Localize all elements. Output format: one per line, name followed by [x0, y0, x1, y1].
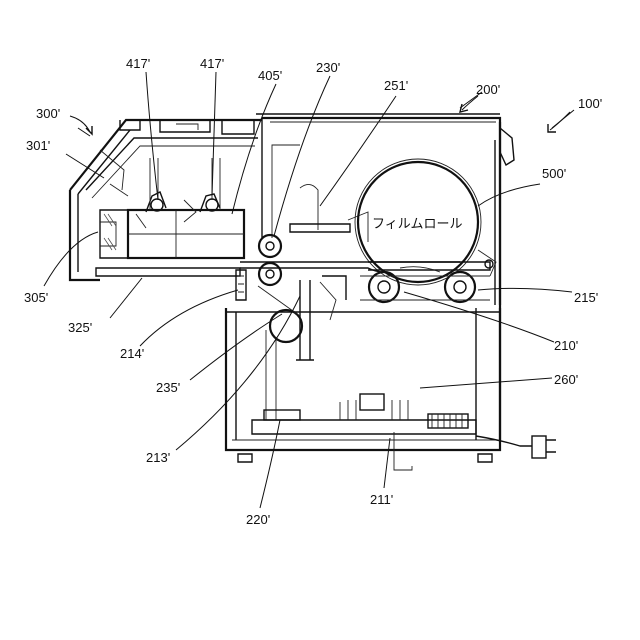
label-305: 305' [24, 290, 48, 305]
film-roll-label: フィルムロール [372, 217, 462, 232]
label-417a: 417' [126, 56, 150, 71]
circuit-board [252, 394, 476, 470]
label-213: 213' [146, 450, 170, 465]
label-215: 215' [574, 290, 598, 305]
label-100: 100' [578, 96, 602, 111]
cutter-mechanism [258, 276, 346, 420]
roller-pair [360, 272, 490, 302]
label-301: 301' [26, 138, 50, 153]
label-417b: 417' [200, 56, 224, 71]
arrows [70, 96, 570, 134]
heater-block [100, 158, 244, 258]
reference-labels: 417' 417' 405' 230' 251' 200' 100' 300' … [24, 56, 602, 527]
label-300: 300' [36, 106, 60, 121]
label-210: 210' [554, 338, 578, 353]
label-214: 214' [120, 346, 144, 361]
label-200: 200' [476, 82, 500, 97]
label-500: 500' [542, 166, 566, 181]
label-405: 405' [258, 68, 282, 83]
label-251: 251' [384, 78, 408, 93]
label-230: 230' [316, 60, 340, 75]
lid-assembly [70, 120, 262, 280]
label-235: 235' [156, 380, 180, 395]
label-220: 220' [246, 512, 270, 527]
label-325: 325' [68, 320, 92, 335]
label-260: 260' [554, 372, 578, 387]
label-211: 211' [370, 492, 393, 507]
